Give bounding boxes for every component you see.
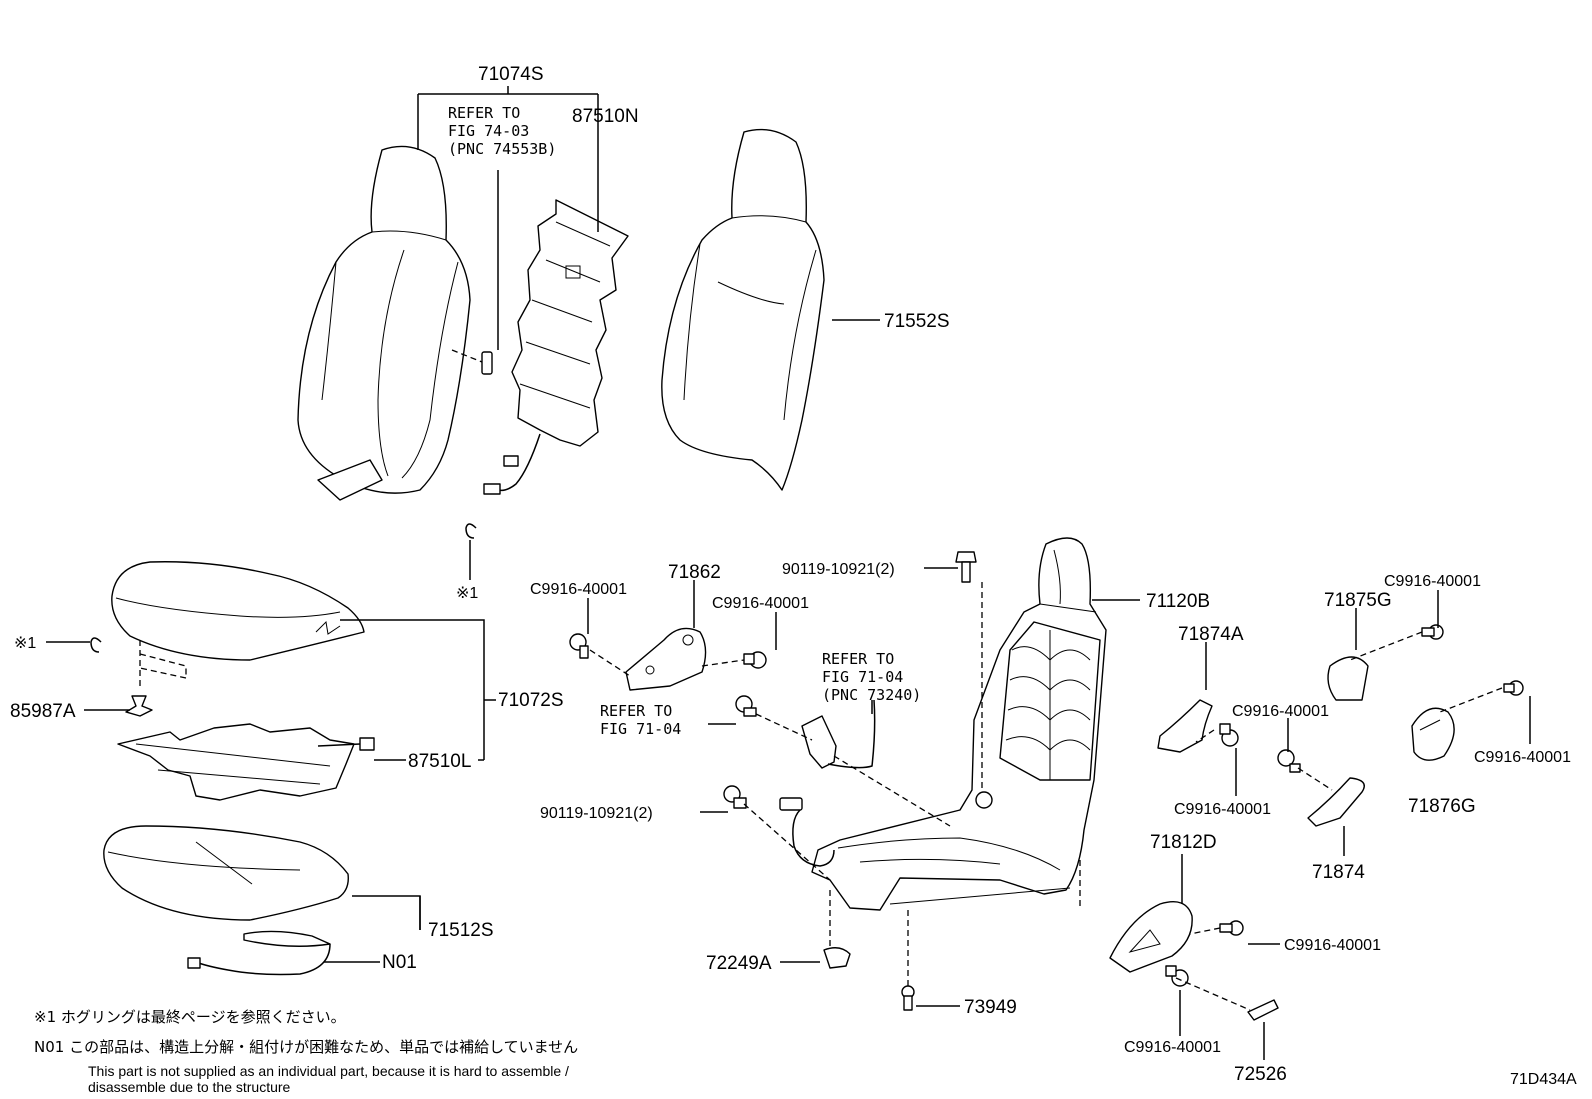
label-n01: N01 bbox=[382, 952, 417, 973]
seatback-cover-71074s-illustration bbox=[297, 145, 493, 501]
label-87510l: 87510L bbox=[408, 751, 471, 772]
label-73949: 73949 bbox=[964, 997, 1017, 1018]
bolt-90119-a bbox=[955, 551, 977, 583]
label-90119-b: 90119-10921(2) bbox=[540, 805, 653, 822]
ref1-line2: FIG 74-03 bbox=[448, 122, 529, 140]
footnotes: ※1 ホグリングは最終ページを参照ください。 N01 この部品は、構造上分解・組… bbox=[34, 1008, 578, 1095]
label-71876g: 71876G bbox=[1408, 796, 1476, 817]
mark-hog-ring-upper: ※1 bbox=[456, 585, 478, 602]
hog-ring-marks: ※1 ※1 bbox=[14, 585, 478, 652]
seatback-71552s-illustration bbox=[661, 128, 825, 491]
label-71074s: 71074S bbox=[478, 64, 544, 85]
screw-c9916-b bbox=[743, 651, 767, 669]
screw-c9916-a bbox=[569, 633, 589, 659]
bolt-refer-fig bbox=[735, 695, 757, 717]
screw-c9916-d bbox=[1219, 723, 1239, 747]
clip-85987a-illustration bbox=[125, 695, 153, 717]
cushion-71512s-illustration bbox=[103, 825, 349, 976]
label-c9916-c: C9916-40001 bbox=[1384, 573, 1481, 590]
label-87510n: 87510N bbox=[572, 106, 639, 127]
footnote-hog-ring: ※1 ホグリングは最終ページを参照ください。 bbox=[34, 1008, 346, 1026]
recliner-cover-71874a-illustration bbox=[1157, 699, 1213, 753]
ref2-line2: FIG 71-04 bbox=[822, 668, 903, 686]
label-71874: 71874 bbox=[1312, 862, 1365, 883]
label-71874a: 71874A bbox=[1178, 624, 1244, 645]
label-71120b: 71120B bbox=[1146, 591, 1210, 612]
reference-labels: REFER TO FIG 74-03 (PNC 74553B) REFER TO… bbox=[448, 104, 921, 738]
screw-c9916-g bbox=[1219, 920, 1244, 936]
label-72249a: 72249A bbox=[706, 953, 772, 974]
footnote-n01-english-line2: disassemble due to the structure bbox=[88, 1079, 291, 1095]
assembly-dashed-lines bbox=[589, 582, 1503, 1011]
label-71862: 71862 bbox=[668, 562, 721, 583]
ref1-line3: (PNC 74553B) bbox=[448, 140, 556, 158]
ref1-line1: REFER TO bbox=[448, 104, 520, 122]
hinge-cover-71862-illustration bbox=[625, 627, 707, 691]
footnote-n01-english-line1: This part is not supplied as an individu… bbox=[88, 1063, 569, 1079]
label-72526: 72526 bbox=[1234, 1064, 1287, 1085]
leader-lines bbox=[46, 86, 1531, 1060]
seatback-heater-87510n-illustration bbox=[483, 199, 629, 495]
label-c9916-d: C9916-40001 bbox=[1232, 703, 1329, 720]
ref3-line1: REFER TO bbox=[600, 702, 672, 720]
figure-id: 71D434A bbox=[1510, 1071, 1577, 1088]
label-71552s: 71552S bbox=[884, 311, 950, 332]
label-71812d: 71812D bbox=[1150, 832, 1217, 853]
label-71512s: 71512S bbox=[428, 920, 494, 941]
label-c9916-a: C9916-40001 bbox=[530, 581, 627, 598]
footnote-n01: N01 この部品は、構造上分解・組付けが困難なため、単品では補給していません bbox=[34, 1038, 578, 1056]
screw-c9916-f bbox=[1503, 680, 1524, 696]
label-c9916-f: C9916-40001 bbox=[1474, 749, 1571, 766]
label-90119-a: 90119-10921(2) bbox=[782, 561, 895, 578]
hog-ring-symbols bbox=[90, 523, 477, 653]
recliner-cover-71874-illustration bbox=[1307, 777, 1365, 827]
clip-72249a bbox=[823, 947, 851, 969]
label-85987a: 85987A bbox=[10, 701, 76, 722]
side-shield-71812d-illustration bbox=[1109, 901, 1193, 973]
cap-72526-illustration bbox=[1247, 999, 1279, 1021]
label-71072s: 71072S bbox=[498, 690, 564, 711]
ref3-line2: FIG 71-04 bbox=[600, 720, 681, 738]
bolt-90119-b bbox=[723, 785, 747, 809]
label-c9916-h: C9916-40001 bbox=[1124, 1039, 1221, 1056]
fasteners-illustration bbox=[569, 551, 1524, 1011]
label-c9916-g: C9916-40001 bbox=[1284, 937, 1381, 954]
recliner-cover-71876g-illustration bbox=[1411, 707, 1455, 761]
label-c9916-b: C9916-40001 bbox=[712, 595, 809, 612]
ref2-line3: (PNC 73240) bbox=[822, 686, 921, 704]
screw-c9916-h bbox=[1165, 965, 1189, 987]
label-71875g: 71875G bbox=[1324, 590, 1392, 611]
clip-73949 bbox=[901, 985, 915, 1011]
part-number-labels: 71074S 87510N 71552S 71072S 87510L 85987… bbox=[10, 64, 1571, 1085]
label-c9916-e: C9916-40001 bbox=[1174, 801, 1271, 818]
screw-c9916-e bbox=[1277, 749, 1301, 773]
seat-cushion-71072s-illustration bbox=[111, 561, 375, 801]
seat-frame-71120b-illustration bbox=[811, 537, 1107, 911]
screw-c9916-c bbox=[1421, 624, 1444, 640]
ref2-line1: REFER TO bbox=[822, 650, 894, 668]
seatbelt-buckle-illustration bbox=[779, 699, 876, 867]
recliner-cover-71875g-illustration bbox=[1327, 656, 1369, 701]
mark-hog-ring-left: ※1 bbox=[14, 635, 36, 652]
